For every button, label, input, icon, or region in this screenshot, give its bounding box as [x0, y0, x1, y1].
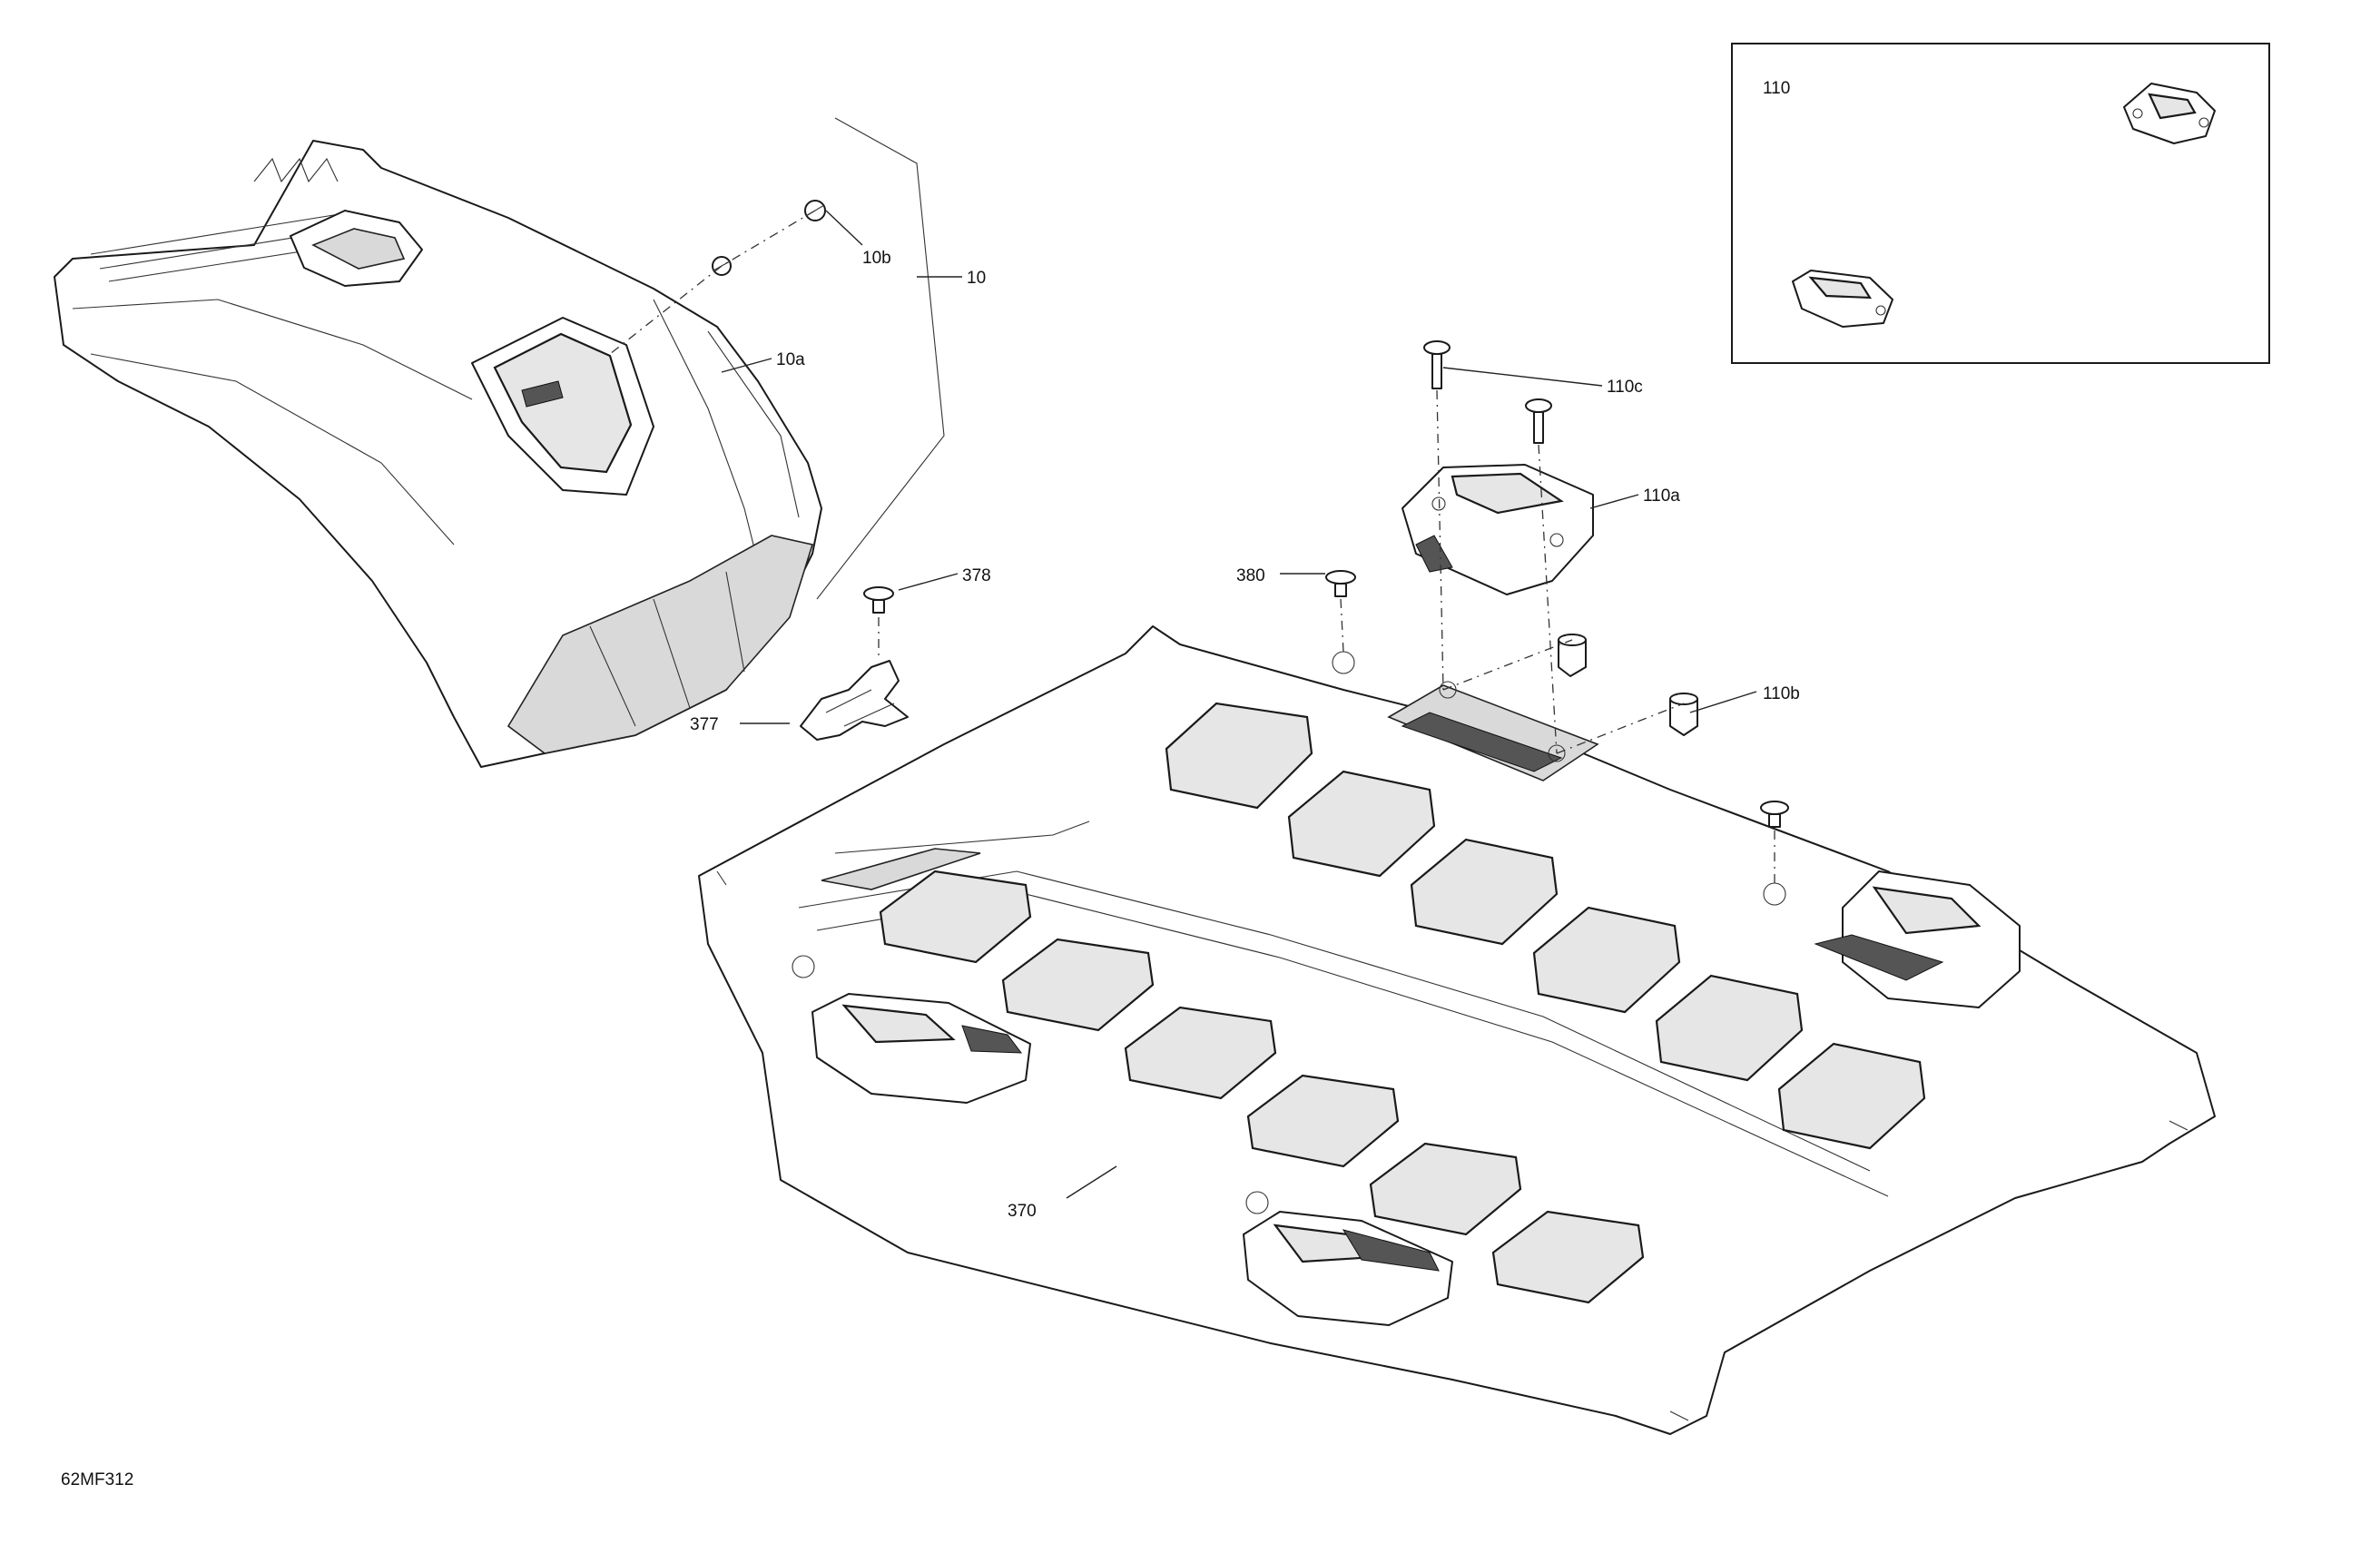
callout-110b: 110b — [1763, 684, 1800, 703]
callout-110a: 110a — [1643, 486, 1680, 506]
fastener-10b-screws — [609, 200, 826, 355]
callout-377: 377 — [690, 715, 719, 734]
inset-box-110 — [1731, 43, 2270, 364]
upper-pad-row — [1165, 702, 1926, 1150]
callout-10: 10 — [967, 269, 986, 288]
callout-110: 110 — [1763, 79, 1790, 98]
part-377-clip — [800, 660, 909, 741]
callout-370: 370 — [1008, 1202, 1037, 1221]
lower-pad-row — [879, 870, 1645, 1304]
callout-378: 378 — [962, 566, 991, 585]
part-110b-nuts — [1558, 634, 1698, 736]
bumper-front — [1243, 1211, 1453, 1326]
callout-10b: 10b — [862, 249, 891, 268]
inset-bumper-upper — [2123, 83, 2216, 144]
part-110c-screws — [1423, 340, 1552, 444]
rivet-right — [1760, 801, 1789, 828]
callout-10a: 10a — [776, 350, 805, 369]
part-10-panel — [54, 117, 945, 768]
bumper-left — [811, 993, 1031, 1104]
drawing-code: 62MF312 — [61, 1470, 133, 1489]
callout-380: 380 — [1236, 566, 1265, 585]
bumper-right — [1814, 870, 2021, 1008]
part-380-rivet — [1325, 570, 1356, 597]
part-370-skid-plate — [698, 625, 2216, 1435]
leader-lines — [721, 210, 1757, 1199]
callout-110c: 110c — [1607, 378, 1643, 397]
part-378-rivet — [863, 586, 894, 614]
inset-bumper-lower — [1792, 270, 1893, 328]
part-110a-bumper — [1401, 464, 1594, 595]
